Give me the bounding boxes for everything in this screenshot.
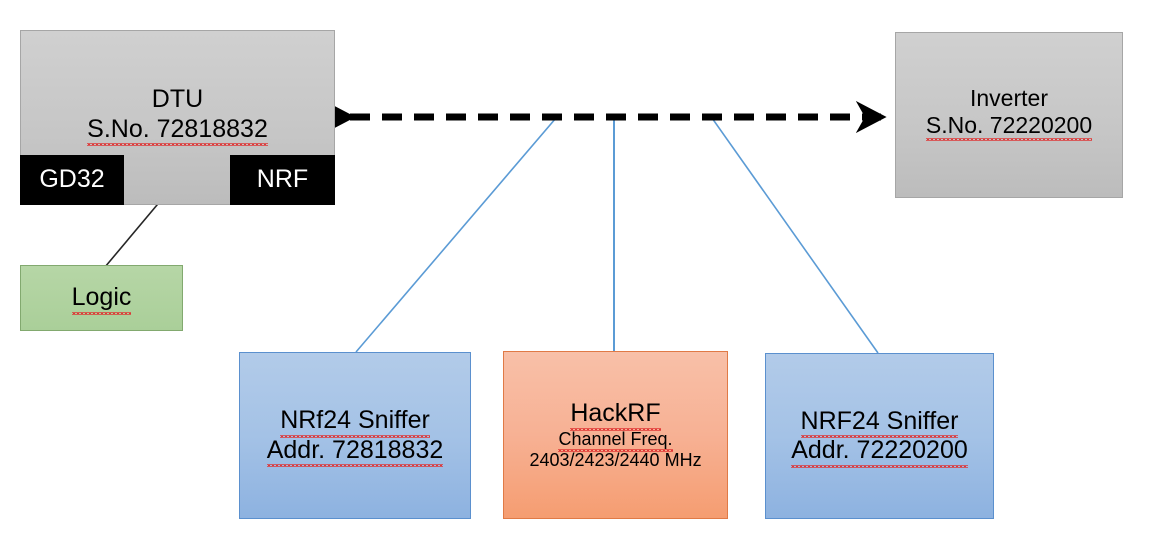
hackrf-node[interactable]: HackRF Channel Freq. 2403/2423/2440 MHz [503, 351, 728, 519]
logic-node[interactable]: Logic [20, 265, 183, 331]
hackrf-title: HackRF [570, 399, 661, 430]
sniffer-right-title: NRF24 Sniffer [800, 406, 959, 438]
sniffer-left-node[interactable]: NRf24 Sniffer Addr. 72818832 [239, 352, 471, 519]
dtu-title: DTU [151, 85, 204, 113]
nrf-label: NRF [256, 165, 309, 194]
inverter-serial: S.No. 72220200 [925, 112, 1093, 142]
sniffer-left-address: Addr. 72818832 [266, 435, 444, 467]
tap-line-sniffer-left [355, 117, 557, 353]
gd32-node[interactable]: GD32 [20, 155, 124, 205]
tap-line-sniffer-right [711, 117, 879, 354]
gd32-label: GD32 [39, 165, 105, 194]
inverter-title: Inverter [970, 85, 1048, 111]
dtu-serial: S.No. 72818832 [87, 114, 268, 146]
hackrf-channel-label: Channel Freq. [558, 428, 673, 453]
nrf-node[interactable]: NRF [230, 155, 335, 205]
sniffer-right-node[interactable]: NRF24 Sniffer Addr. 72220200 [765, 353, 994, 519]
hackrf-channel-frequencies: 2403/2423/2440 MHz [529, 449, 702, 470]
inverter-node[interactable]: Inverter S.No. 72220200 [895, 32, 1123, 198]
sniffer-left-title: NRf24 Sniffer [280, 406, 430, 437]
logic-label: Logic [71, 283, 132, 315]
sniffer-right-address: Addr. 72220200 [791, 436, 968, 467]
